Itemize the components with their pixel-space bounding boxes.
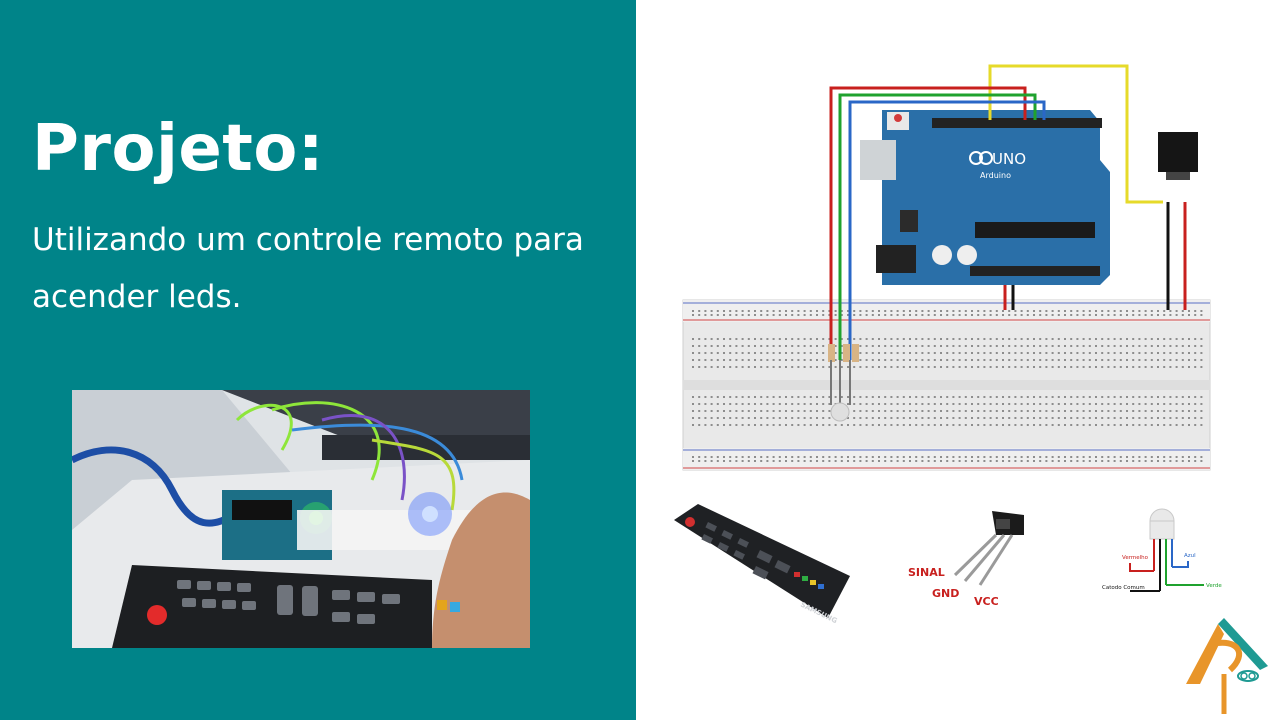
arduino-board: UNO Arduino (860, 110, 1110, 285)
ir-sensor-image: SINAL GND VCC (908, 511, 1024, 608)
sensor-pin-vcc: VCC (974, 595, 999, 608)
wires (829, 64, 1187, 360)
remote-control-image: SAMSUNG (674, 504, 850, 625)
rgb-led-image: Vermelho Azul Verde Catodo Comum (1102, 508, 1222, 592)
sensor-pin-gnd: GND (932, 587, 959, 600)
title-panel: Projeto: Utilizando um controle remoto p… (0, 0, 636, 720)
circuit-diagram: UNO Arduino (682, 64, 1211, 471)
led-label-green: Verde (1206, 583, 1222, 589)
sensor-pin-signal: SINAL (908, 566, 945, 579)
breadboard (682, 299, 1211, 471)
led-label-cathode: Catodo Comum (1102, 585, 1145, 591)
led-label-red: Vermelho (1122, 555, 1149, 561)
school-logo (1186, 618, 1268, 714)
slide-subtitle: Utilizando um controle remoto para acend… (32, 222, 584, 315)
arduino-logo-text: UNO (992, 150, 1026, 168)
led-label-blue: Azul (1184, 553, 1196, 559)
led-on-breadboard (830, 360, 851, 422)
slide-title: Projeto: (32, 112, 324, 186)
ir-receiver (1158, 132, 1198, 180)
resistors (828, 344, 859, 362)
project-photo (72, 390, 530, 648)
breadboard-holes (692, 310, 1203, 462)
arduino-brand: Arduino (980, 171, 1011, 180)
